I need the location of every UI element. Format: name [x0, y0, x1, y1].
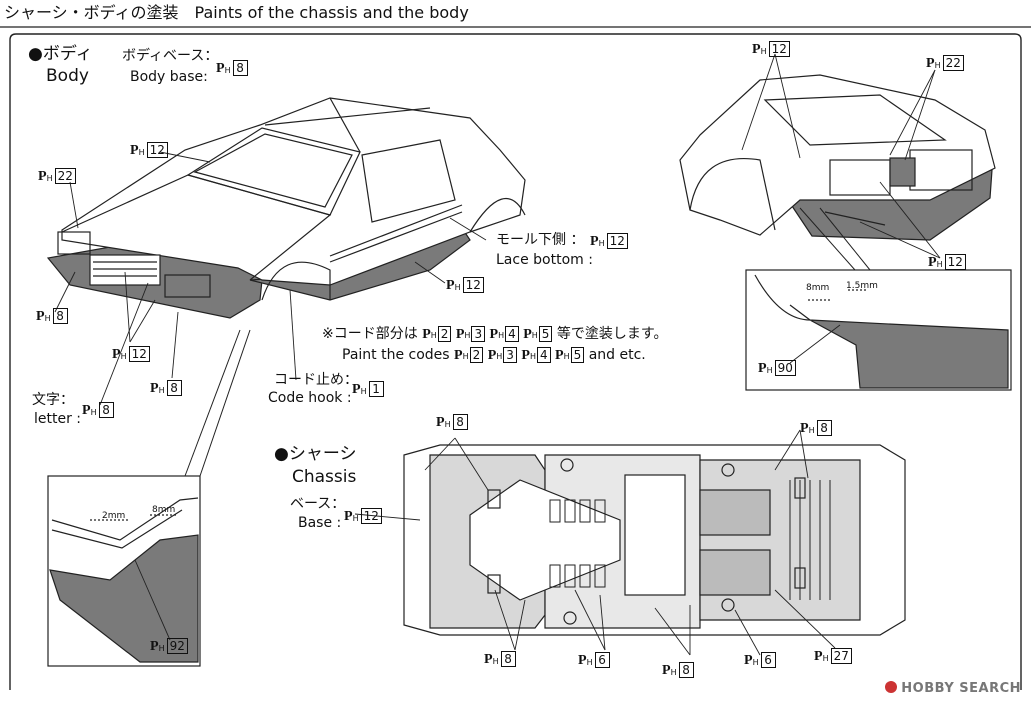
hobby-search-logo-icon	[885, 681, 898, 693]
chassis-base-jp: ベース：	[290, 496, 346, 512]
chassis-title-jp: ●シャーシ	[274, 444, 357, 464]
letter-en: letter :	[34, 411, 82, 427]
dim-1-5mm: 1.5mm	[846, 281, 878, 291]
chassis-title-en: Chassis	[292, 467, 357, 487]
body-title-jp: ●ボディ	[28, 44, 93, 64]
watermark: HOBBY SEARCH	[885, 681, 1021, 696]
letter-jp: 文字：	[32, 392, 74, 408]
dim-8mm-front: 8mm	[152, 505, 176, 515]
dim-2mm: 2mm	[102, 511, 126, 521]
leader-lines	[54, 53, 941, 656]
page-title: シャーシ・ボディの塗装 Paints of the chassis and th…	[4, 3, 469, 22]
car-front-three-quarter	[46, 97, 526, 319]
chassis-plan	[403, 444, 906, 636]
lace-bottom-en: Lace bottom :	[496, 252, 593, 268]
lace-bottom-jp: モール下側 ：	[496, 232, 585, 248]
code-hook-jp: コード止め：	[274, 372, 358, 388]
code-hook-en: Code hook :	[268, 390, 352, 406]
outer-frame	[9, 33, 1022, 690]
body-base-jp: ボディベース：	[122, 48, 219, 64]
detail-inset-rear	[745, 269, 1012, 391]
body-base-en: Body base:	[130, 69, 208, 85]
car-rear-three-quarter	[679, 74, 996, 241]
dim-8mm: 8mm	[806, 283, 830, 293]
body-title-en: Body	[46, 66, 89, 86]
chassis-base-en: Base :	[298, 515, 342, 531]
detail-inset-front	[47, 475, 201, 667]
